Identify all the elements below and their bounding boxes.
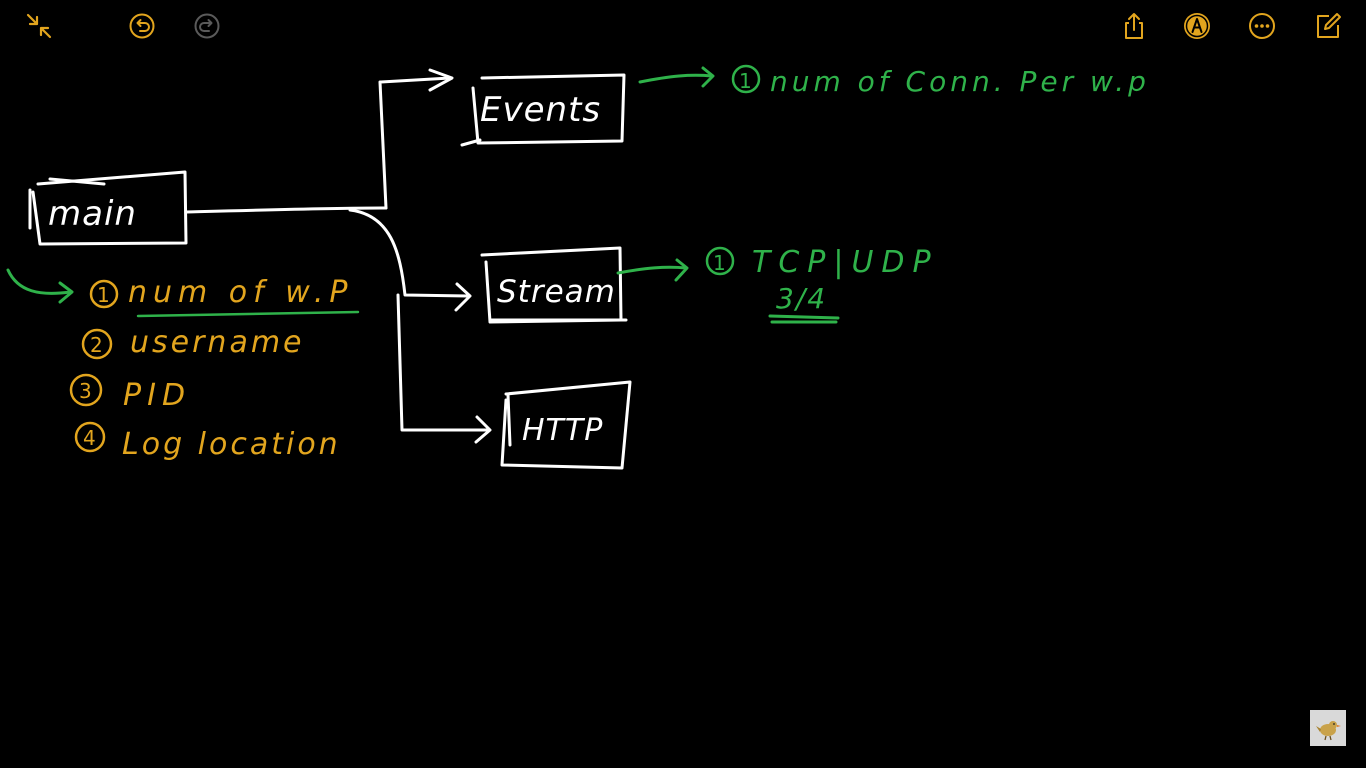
main-list: 1 num of w.P 2 username 3 PID 4 Log loca… — [6, 268, 360, 462]
http-box-label: HTTP — [522, 413, 603, 448]
events-note-text: num of Conn. Per w.p — [770, 65, 1150, 98]
events-note: 1 num of Conn. Per w.p — [638, 64, 1150, 98]
share-icon — [1125, 13, 1143, 39]
main-list-item-4-text: Log location — [122, 427, 341, 462]
main-list-item-2-text: username — [130, 325, 305, 360]
main-box: main — [28, 170, 188, 246]
collapse-button[interactable] — [23, 10, 55, 42]
main-list-item-2: 2 username — [81, 325, 305, 360]
undo-icon — [129, 13, 155, 39]
svg-text:1: 1 — [97, 283, 110, 307]
svg-text:2: 2 — [90, 333, 103, 357]
undo-button[interactable] — [126, 10, 158, 42]
main-connectors — [184, 68, 492, 444]
redo-icon — [194, 13, 220, 39]
avatar[interactable] — [1310, 710, 1346, 746]
main-list-item-4: 4 Log location — [74, 421, 341, 462]
compose-button[interactable] — [1312, 10, 1344, 42]
redo-button[interactable] — [191, 10, 223, 42]
bird-icon — [1316, 721, 1341, 741]
main-list-item-1: 1 num of w.P — [89, 275, 360, 318]
events-note-marker-text: 1 — [739, 69, 752, 93]
share-button[interactable] — [1118, 10, 1150, 42]
more-button[interactable] — [1246, 10, 1278, 42]
stream-box: Stream — [480, 246, 628, 324]
markup-button[interactable] — [1181, 10, 1213, 42]
events-box-label: Events — [480, 90, 601, 130]
svg-text:4: 4 — [83, 426, 96, 450]
more-dots-icon — [1249, 13, 1275, 39]
main-box-label: main — [48, 194, 137, 234]
svg-text:3: 3 — [79, 379, 92, 403]
stream-box-label: Stream — [497, 274, 616, 310]
main-list-item-3-text: PID — [123, 378, 191, 413]
stream-note-marker-text: 1 — [713, 251, 726, 275]
stream-note-sub: 3/4 — [776, 282, 827, 315]
collapse-arrows-icon — [26, 13, 52, 39]
main-list-item-1-text: num of w.P — [128, 275, 353, 310]
stream-note-text: TCP|UDP — [752, 245, 939, 280]
compose-icon — [1317, 13, 1341, 38]
markup-pen-icon — [1184, 13, 1210, 39]
http-box: HTTP — [500, 380, 632, 470]
events-box: Events — [460, 73, 626, 147]
stream-note: 1 TCP|UDP 3/4 — [616, 245, 939, 324]
main-list-item-3: 3 PID — [69, 373, 191, 413]
